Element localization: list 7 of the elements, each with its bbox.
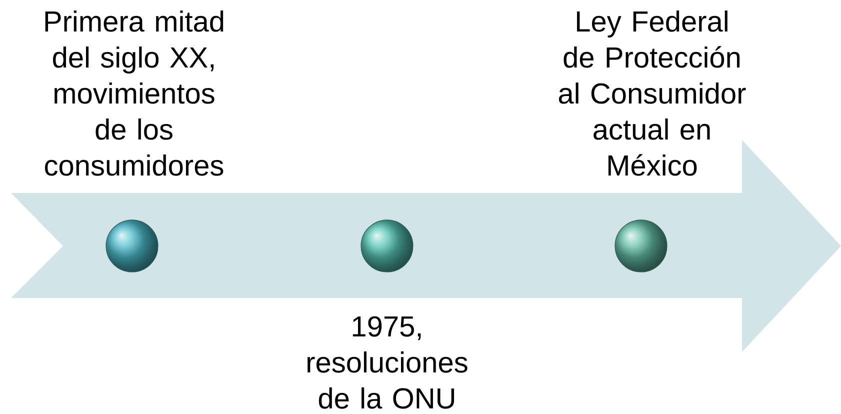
event-label: Ley Federal de Protección al Consumidor actual en México [558, 10, 746, 176]
timeline-dot [614, 220, 668, 272]
timeline-dot [360, 220, 414, 272]
timeline-dot [106, 220, 158, 272]
timeline-arrow [11, 140, 841, 352]
event-label: Primera mitad del siglo XX, movimientos de los consumidores [44, 10, 224, 176]
event-label: 1975, resoluciones de la ONU [308, 316, 468, 409]
